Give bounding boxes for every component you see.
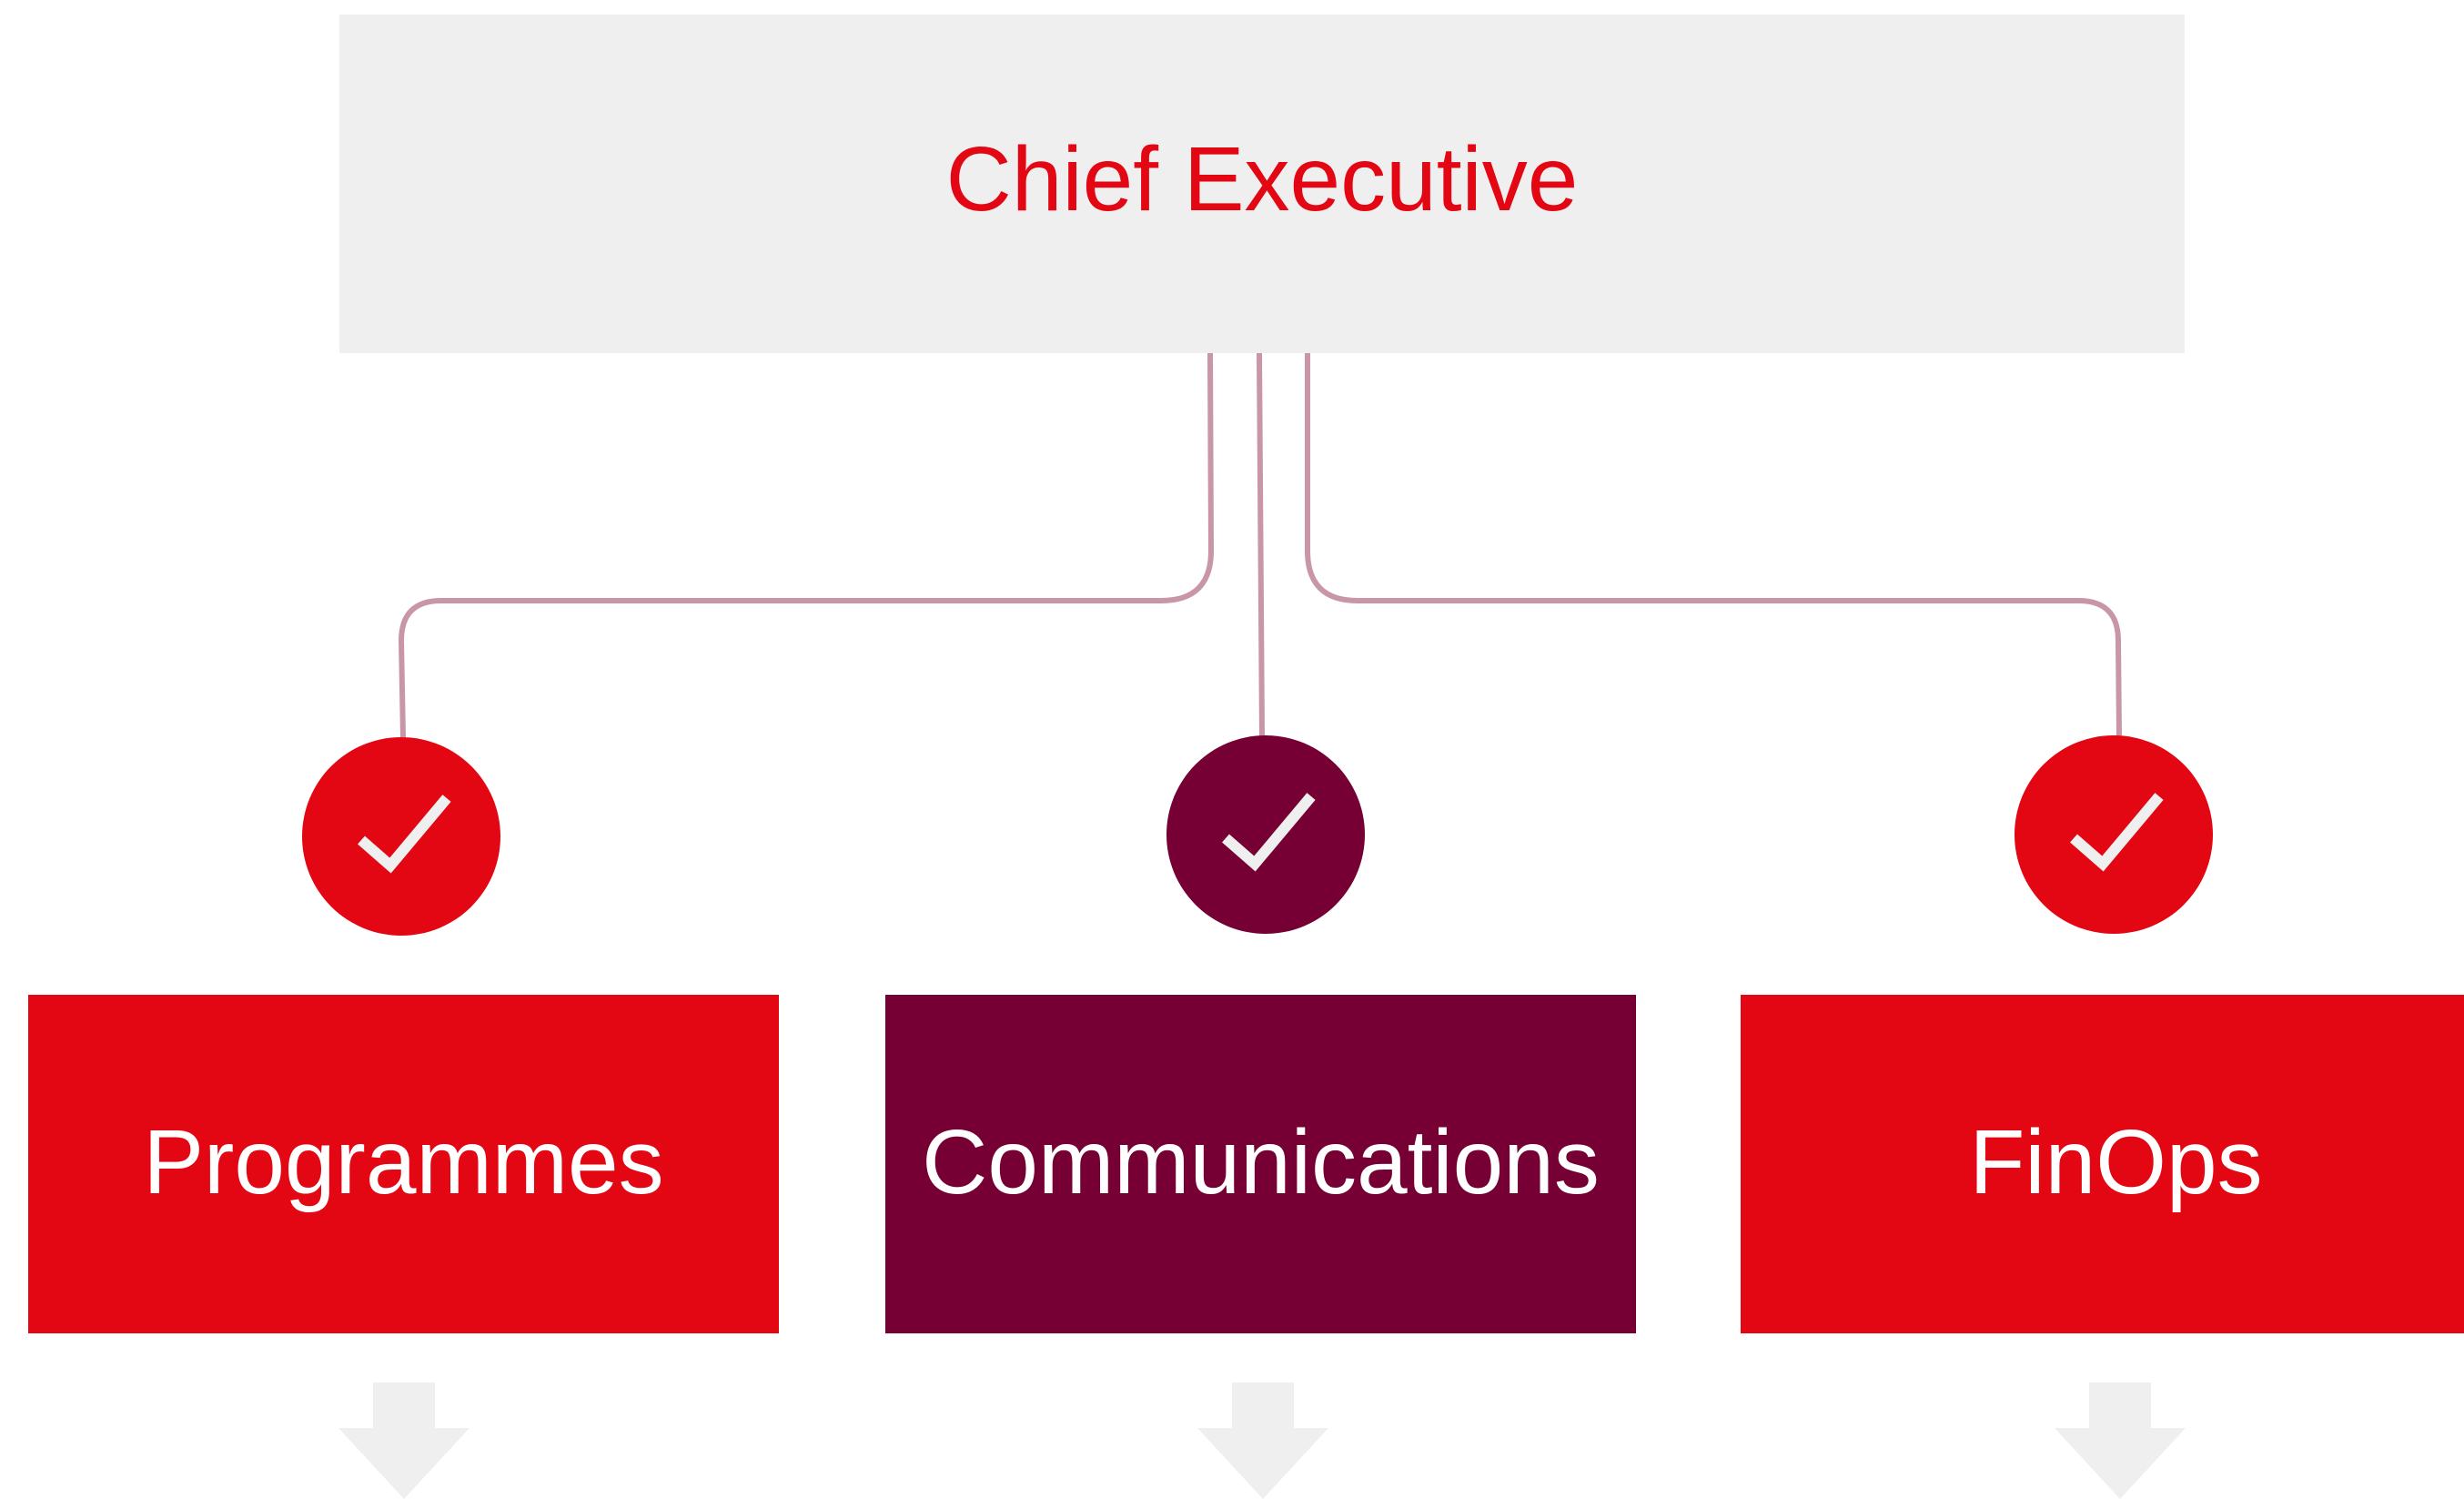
check-icon (2070, 793, 2164, 872)
connector-programmes (398, 352, 1215, 738)
communications-label: Communications (922, 1111, 1600, 1213)
chief-executive-box: Chief Executive (339, 15, 2185, 353)
programmes-label: Programmes (143, 1111, 664, 1213)
finops-box: FinOps (1741, 995, 2464, 1333)
check-icon (1222, 793, 1316, 872)
finops-check-circle (2015, 735, 2213, 934)
communications-check-circle (1166, 735, 1365, 934)
programmes-box: Programmes (28, 995, 779, 1333)
check-icon (358, 795, 451, 874)
arrow-down-icon (338, 1383, 470, 1499)
arrow-down-icon (2055, 1383, 2186, 1499)
chief-executive-label: Chief Executive (945, 128, 1579, 230)
arrow-down-icon (1197, 1383, 1328, 1499)
finops-label: FinOps (1969, 1111, 2263, 1213)
connector-communications (1257, 352, 1265, 738)
connector-finops (1305, 353, 2122, 738)
programmes-check-circle (302, 737, 500, 936)
communications-box: Communications (885, 995, 1636, 1333)
